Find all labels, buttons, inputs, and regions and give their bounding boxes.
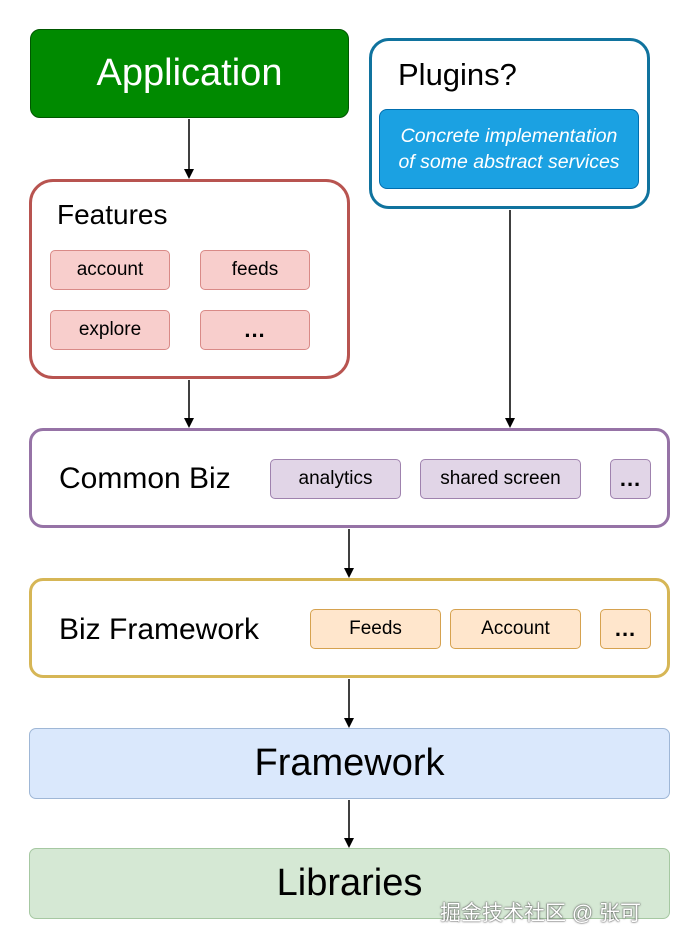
application-box: Application [30, 29, 349, 118]
plugins-description-line2: of some abstract services [398, 151, 620, 173]
plugins-box: Plugins? Concrete implementation of some… [369, 38, 650, 209]
biz-framework-chip-feeds: Feeds [310, 609, 441, 649]
plugins-description-box: Concrete implementation of some abstract… [379, 109, 639, 189]
features-title: Features [57, 199, 168, 230]
plugins-description-line1: Concrete implementation [400, 125, 618, 147]
common-biz-title: Common Biz [59, 462, 231, 495]
features-box: Features account feeds explore ... [29, 179, 350, 379]
libraries-label: Libraries [276, 862, 423, 904]
biz-framework-chip-more: ... [600, 609, 651, 649]
feature-chip-feeds: feeds [200, 250, 310, 290]
application-label: Application [96, 52, 283, 94]
common-biz-box: Common Biz analytics shared screen ... [29, 428, 670, 528]
common-biz-chip-more: ... [610, 459, 651, 499]
feature-chip-explore: explore [50, 310, 170, 350]
biz-framework-chip-account: Account [450, 609, 581, 649]
framework-label: Framework [254, 742, 445, 784]
plugins-title: Plugins? [398, 57, 517, 92]
feature-chip-account: account [50, 250, 170, 290]
feature-chip-more: ... [200, 310, 310, 350]
biz-framework-box: Biz Framework Feeds Account ... [29, 578, 670, 678]
framework-box: Framework [29, 728, 670, 799]
common-biz-chip-shared-screen: shared screen [420, 459, 581, 499]
common-biz-chip-analytics: analytics [270, 459, 401, 499]
biz-framework-title: Biz Framework [59, 613, 260, 646]
watermark-text: 掘金技术社区 @ 张可 [440, 902, 641, 925]
libraries-box: Libraries [29, 848, 670, 919]
